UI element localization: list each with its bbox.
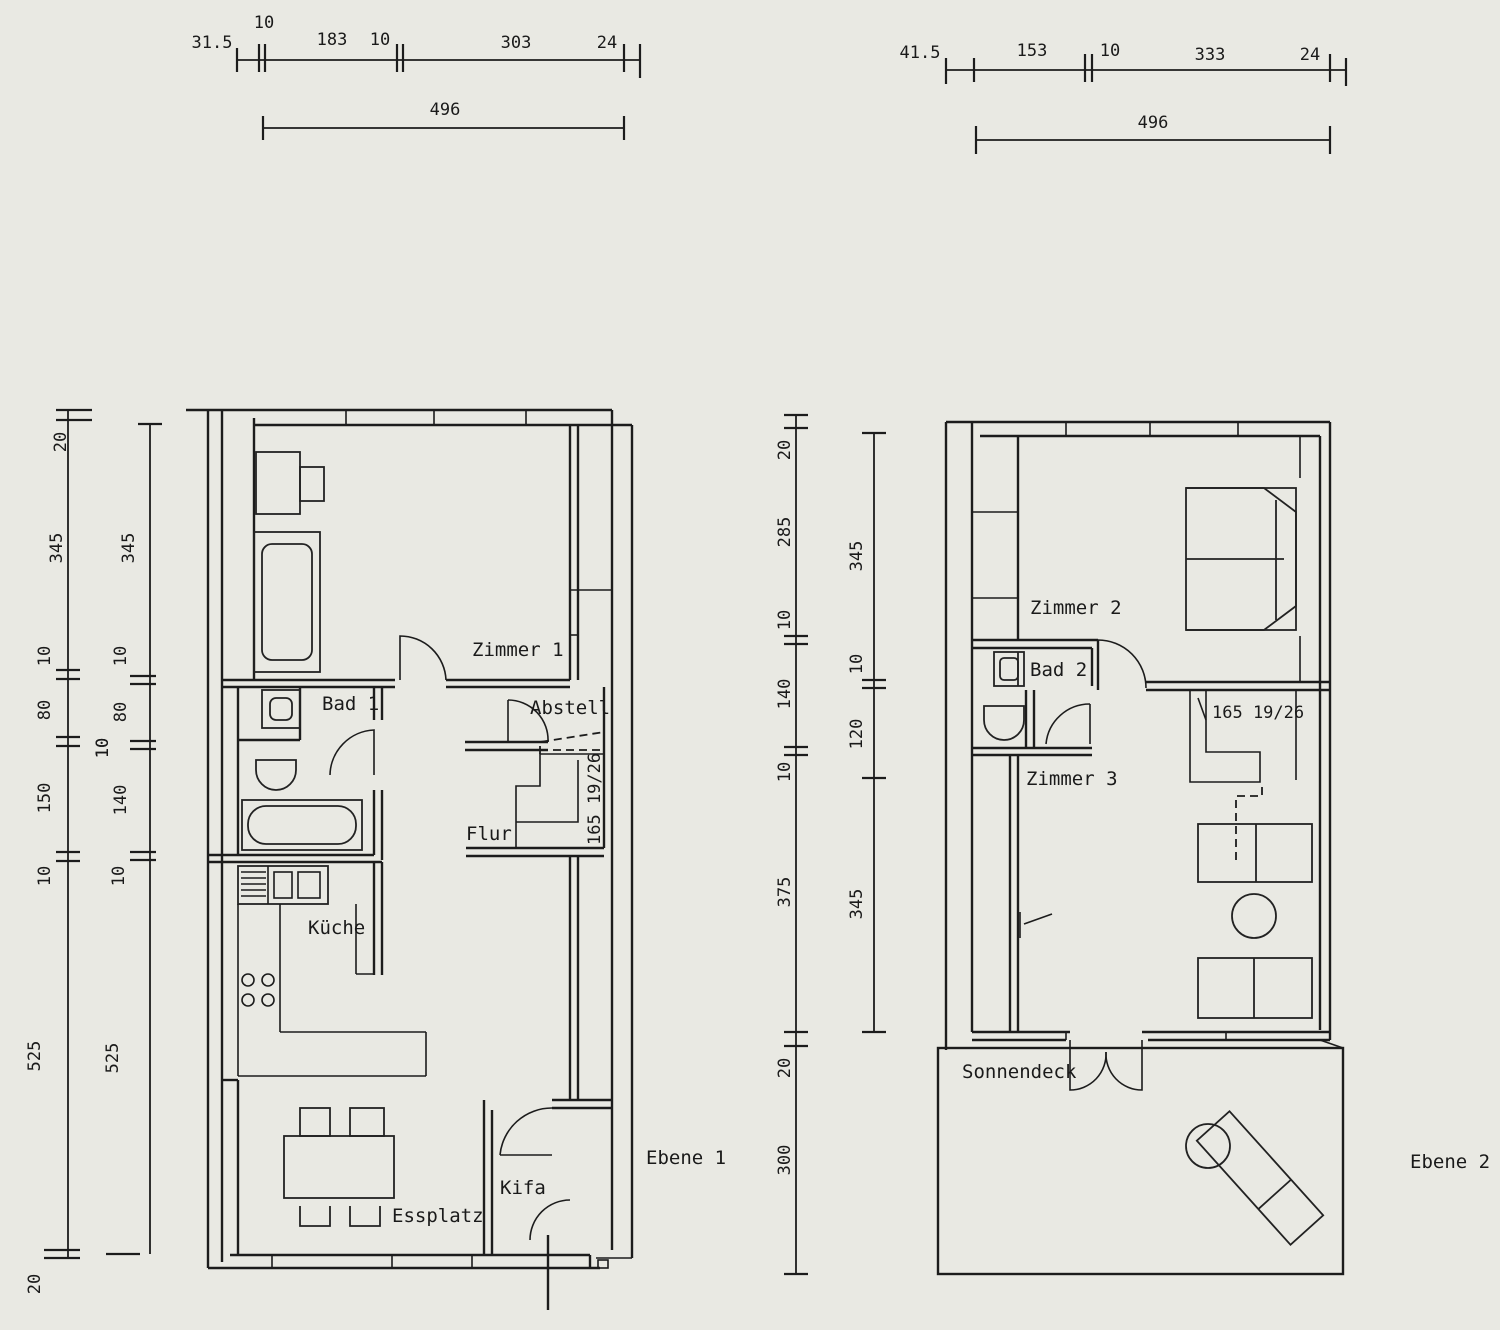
room-label: Bad 1 — [322, 693, 379, 715]
dim-label: 10 — [35, 646, 55, 666]
dim-label: 24 — [1300, 45, 1320, 65]
dim-label: 20 — [775, 440, 795, 460]
dim-label: 10 — [775, 610, 795, 630]
dim-label: 10 — [1100, 41, 1120, 61]
room-label: Kifa — [500, 1177, 546, 1199]
dim-label: 375 — [775, 877, 795, 908]
doors-ebene-1 — [329, 635, 571, 1310]
dim-label: 20 — [51, 432, 71, 452]
stair-label: 165 19/26 — [585, 753, 605, 845]
furniture-ebene-2 — [983, 487, 1325, 1247]
dim-label: 285 — [775, 517, 795, 548]
level-label: Ebene 1 — [646, 1147, 726, 1169]
dim-label: 345 — [119, 533, 139, 564]
top-dimensions-2: 41.5 153 10 333 24 496 — [900, 41, 1348, 154]
plan-ebene-1: 31.5 10 183 10 303 24 496 20 345 10 80 1… — [25, 13, 726, 1310]
dim-label: 24 — [597, 33, 617, 53]
left-dimensions-2: 20 285 10 140 10 375 20 300 345 10 120 3… — [775, 413, 886, 1276]
doors-ebene-2 — [1019, 639, 1147, 1091]
dim-label: 10 — [93, 738, 113, 758]
dim-label: 150 — [35, 783, 55, 814]
dim-label: 80 — [111, 702, 131, 722]
dim-label: 10 — [109, 866, 129, 886]
dim-label: 140 — [111, 785, 131, 816]
dim-label: 41.5 — [900, 43, 941, 63]
dim-label: 10 — [93, 738, 113, 758]
top-dimensions-1: 31.5 10 183 10 303 24 496 — [192, 13, 642, 140]
dim-label: 10 — [254, 13, 274, 33]
room-label: Sonnendeck — [962, 1061, 1077, 1083]
dim-label: 10 — [775, 762, 795, 782]
room-label: Abstell — [530, 697, 610, 719]
room-label: Flur — [466, 823, 512, 845]
furniture-ebene-1 — [237, 451, 427, 1227]
dim-label: 183 — [317, 30, 348, 50]
room-label: Zimmer 1 — [472, 639, 564, 661]
stair-label: 165 19/26 — [1212, 703, 1304, 723]
dim-label: 140 — [775, 679, 795, 710]
left-dimensions-1: 20 345 10 80 10 150 10 525 20 345 10 80 … — [25, 408, 162, 1294]
dim-total: 496 — [1138, 113, 1169, 133]
dim-label: 345 — [847, 889, 867, 920]
room-label: Zimmer 2 — [1030, 597, 1122, 619]
dim-label: 333 — [1195, 45, 1226, 65]
dim-label: 10 — [847, 654, 867, 674]
dim-label: 153 — [1017, 41, 1048, 61]
dim-label: 525 — [25, 1041, 45, 1072]
dim-label: 10 — [111, 646, 131, 666]
dim-label: 10 — [370, 30, 390, 50]
dim-label: 20 — [775, 1058, 795, 1078]
dim-label: 120 — [847, 719, 867, 750]
dim-label: 345 — [47, 533, 67, 564]
dim-label: 10 — [35, 866, 55, 886]
dim-total: 496 — [430, 100, 461, 120]
level-label: Ebene 2 — [1410, 1151, 1490, 1173]
dim-label: 525 — [103, 1043, 123, 1074]
room-label: Bad 2 — [1030, 659, 1087, 681]
dim-label: 80 — [35, 700, 55, 720]
walls-ebene-1 — [186, 408, 634, 1270]
dim-label: 31.5 — [192, 33, 233, 53]
dim-label: 303 — [501, 33, 532, 53]
room-label: Küche — [308, 917, 365, 939]
dim-label: 345 — [847, 541, 867, 572]
plan-ebene-2: 41.5 153 10 333 24 496 20 285 10 140 10 … — [775, 41, 1490, 1276]
dim-label: 20 — [25, 1274, 45, 1294]
dim-label: 300 — [775, 1145, 795, 1176]
room-label: Zimmer 3 — [1026, 768, 1118, 790]
walls-ebene-2 — [936, 420, 1345, 1276]
room-label: Essplatz — [392, 1205, 484, 1227]
